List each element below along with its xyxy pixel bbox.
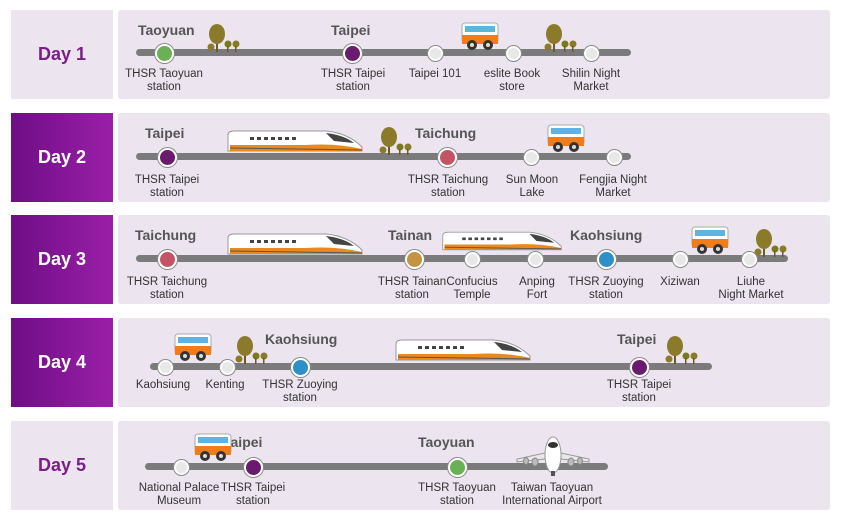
station-dot-taichung	[158, 250, 177, 269]
bus-icon	[174, 333, 212, 368]
station-dot-taipei	[244, 458, 263, 477]
route-line	[150, 363, 712, 370]
bus-icon	[461, 22, 499, 57]
bus-icon	[691, 226, 729, 261]
day-row-4: Day 4 Kaohsiung Taipei Kaohsiung Kenting…	[11, 318, 830, 407]
stop-label: Kenting	[205, 379, 245, 391]
stop-dot	[158, 360, 173, 375]
city-label: Taipei	[223, 434, 263, 450]
day-label: Day 5	[11, 421, 113, 510]
stop-dot	[584, 46, 599, 61]
station-dot-taichung	[438, 148, 457, 167]
station-dot-taipei	[158, 148, 177, 167]
city-label: Taoyuan	[138, 22, 195, 38]
stop-dot	[524, 150, 539, 165]
city-label: Taichung	[415, 125, 477, 141]
city-label: Taipei	[331, 22, 371, 38]
station-dot-zuoying	[291, 358, 310, 377]
city-label: Kaohsiung	[570, 227, 643, 243]
stop-dot	[506, 46, 521, 61]
route-line	[136, 49, 631, 56]
city-label: Kaohsiung	[265, 331, 338, 347]
tree-icon	[206, 24, 246, 57]
stop-dot	[673, 252, 688, 267]
city-label: Taipei	[617, 331, 657, 347]
station-dot-tainan	[405, 250, 424, 269]
station-dot-zuoying	[597, 250, 616, 269]
route-panel: Kaohsiung Taipei Kaohsiung Kenting THSR …	[118, 318, 830, 407]
stop-dot	[607, 150, 622, 165]
station-dot-taipei	[343, 44, 362, 63]
route-line	[136, 153, 631, 160]
route-line	[136, 255, 788, 262]
stop-label: Taipei 101	[408, 68, 462, 80]
stop-dot	[742, 252, 757, 267]
train-icon	[441, 230, 563, 257]
station-dot-taoyuan	[155, 44, 174, 63]
day-label: Day 2	[11, 113, 113, 202]
city-label: Taoyuan	[418, 434, 475, 450]
day-label: Day 1	[11, 10, 113, 99]
bus-icon	[194, 433, 232, 468]
route-line	[145, 463, 608, 470]
stop-dot	[174, 460, 189, 475]
stop-dot	[528, 252, 543, 267]
tree-icon	[753, 229, 793, 262]
tree-icon	[664, 336, 704, 369]
city-label: Taipei	[145, 125, 185, 141]
city-label: Taichung	[135, 227, 197, 243]
train-icon	[226, 129, 364, 158]
station-dot-taipei	[630, 358, 649, 377]
stop-dot	[428, 46, 443, 61]
airplane-icon	[515, 435, 591, 482]
day-label: Day 3	[11, 215, 113, 304]
tree-icon	[378, 127, 418, 160]
tree-icon	[234, 336, 274, 369]
bus-icon	[547, 124, 585, 159]
stop-label: Kaohsiung	[135, 379, 191, 391]
stop-dot	[220, 360, 235, 375]
stop-label: Xiziwan	[660, 276, 700, 288]
station-dot-taoyuan	[448, 458, 467, 477]
day-row-3: Day 3 Taichung Tainan Kaohsiung THSR Tai…	[11, 215, 830, 304]
tree-icon	[543, 24, 583, 57]
day-label: Day 4	[11, 318, 113, 407]
stop-dot	[465, 252, 480, 267]
train-icon	[394, 338, 532, 367]
train-icon	[226, 232, 364, 261]
city-label: Tainan	[388, 227, 433, 243]
